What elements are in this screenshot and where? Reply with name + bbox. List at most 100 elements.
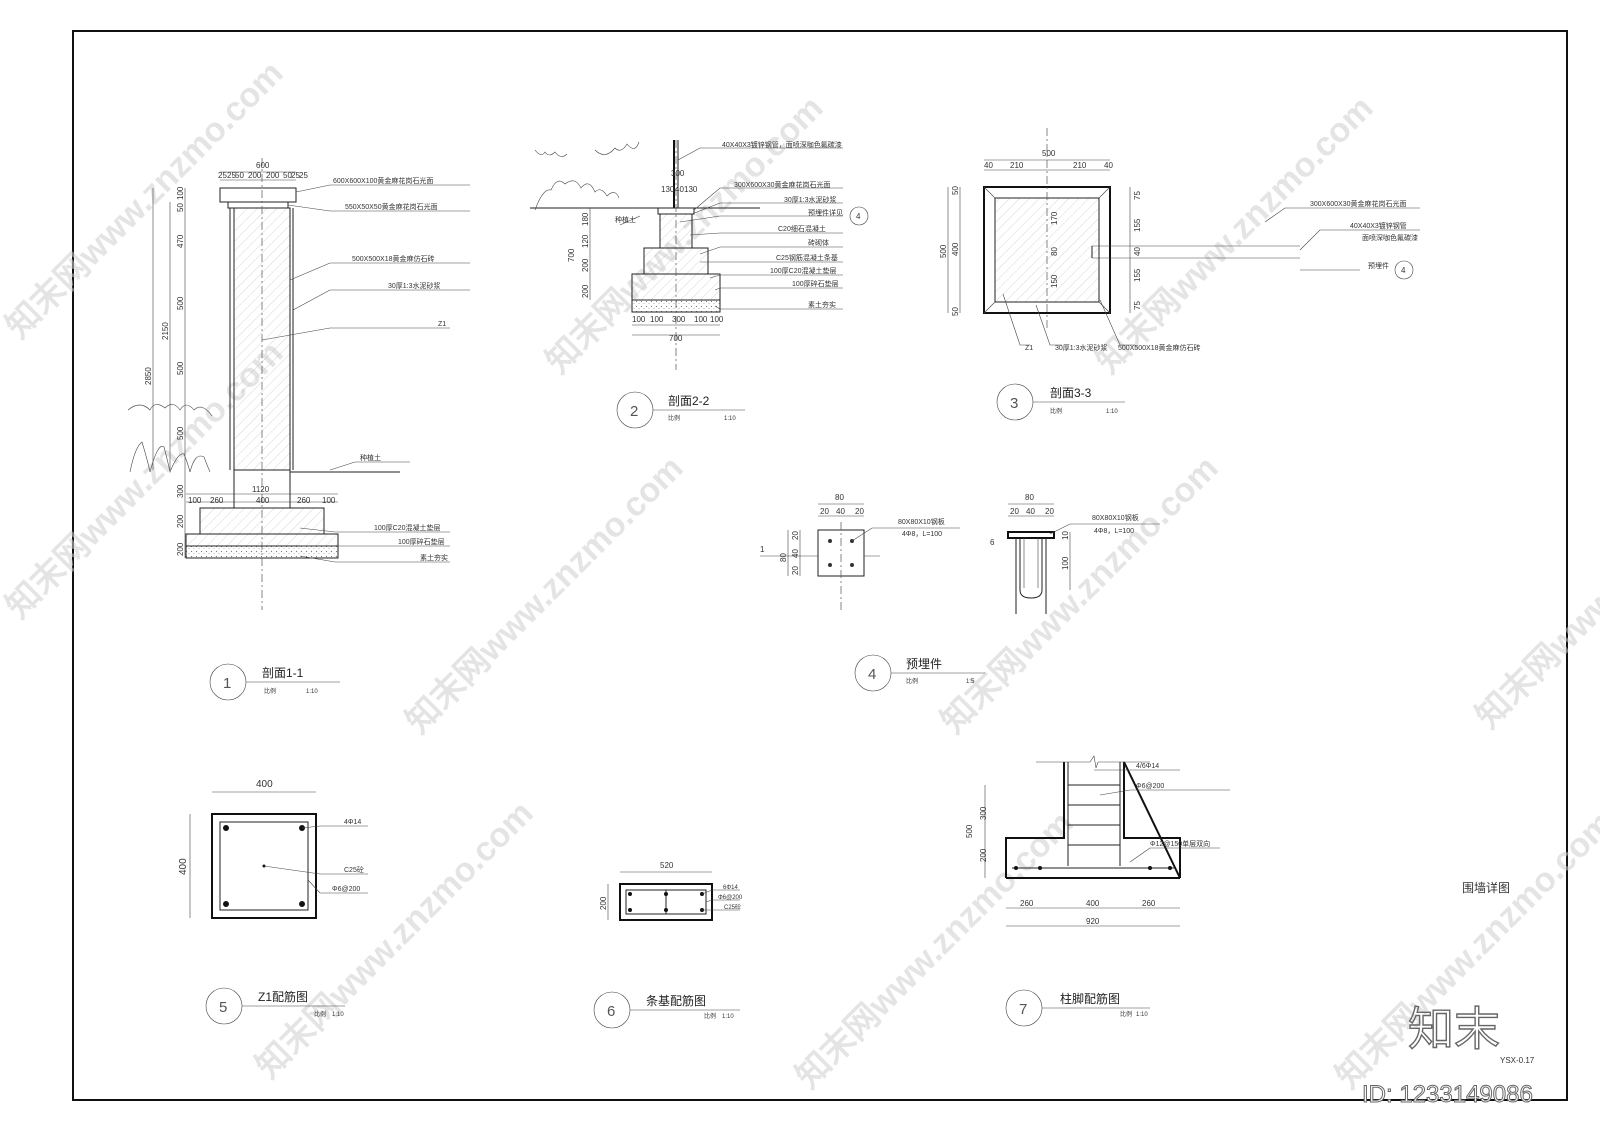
dim: 400: [256, 779, 273, 790]
note: C20细石混凝土: [778, 224, 826, 233]
scale-label: 比例: [314, 1010, 326, 1018]
note: 500X500X18黄金麻仿石砖: [1118, 343, 1200, 352]
dim: 50: [951, 186, 960, 195]
dim: 520: [660, 861, 674, 870]
dim: 80: [1025, 493, 1034, 502]
note: 4Φ8，L=100: [1094, 528, 1134, 535]
note: 40X40X3镀锌钢管，面喷深咖色氟碳漆: [722, 140, 842, 149]
detail-number: 1: [223, 675, 231, 692]
scale-label: 比例: [668, 414, 680, 422]
dim: 600: [256, 161, 270, 170]
dim: 40: [1026, 507, 1035, 516]
dim: 20: [1010, 507, 1019, 516]
scale-label: 比例: [704, 1012, 716, 1020]
sheet-frame: [72, 30, 1568, 1101]
dim: 300: [176, 484, 185, 498]
note: Φ6@200: [332, 886, 360, 893]
dim: 25: [227, 171, 236, 180]
scale-value: 1:10: [722, 1014, 734, 1020]
dim: 100: [710, 315, 724, 324]
scale-label: 比例: [264, 687, 276, 695]
dim: 40: [1104, 161, 1113, 170]
detail-title: 条基配筋图: [646, 993, 706, 1008]
dim: 400: [1086, 899, 1100, 908]
note: 300X600X30黄金麻花岗石光面: [734, 180, 830, 189]
reference-marker: 6: [990, 538, 995, 547]
scale-value: 1:10: [1136, 1012, 1148, 1018]
dim: 100: [632, 315, 646, 324]
note: Z1: [1025, 345, 1033, 352]
dim: 40: [836, 507, 845, 516]
reference-marker: 1: [760, 545, 765, 554]
note: 种植土: [615, 215, 636, 224]
note: 种植土: [360, 453, 381, 462]
note: 100厚碎石垫层: [792, 279, 839, 288]
dim: 260: [1020, 899, 1034, 908]
note: 4Φ14: [344, 819, 361, 826]
dim: 100: [650, 315, 664, 324]
note: C25砼: [724, 903, 741, 911]
note: 100厚C20混凝土垫层: [374, 523, 441, 532]
dim: 75: [1133, 301, 1142, 310]
dim: 1120: [252, 485, 270, 494]
dim: 25: [218, 171, 227, 180]
dim: 2150: [161, 322, 170, 340]
watermark-text: 知末网www.znzmo.com: [1469, 444, 1600, 736]
note: 100厚碎石垫层: [398, 537, 445, 546]
dim: 40: [984, 161, 993, 170]
watermark-text: 知末网www.znzmo.com: [399, 449, 691, 741]
dim: 100: [176, 186, 185, 200]
dim: 400: [178, 858, 189, 875]
note: Φ6@200: [718, 895, 743, 901]
note: 砖砌体: [808, 238, 829, 247]
detail-title: 柱脚配筋图: [1060, 991, 1120, 1006]
dim: 200: [248, 171, 262, 180]
scale-label: 比例: [906, 677, 918, 685]
dim: 80: [779, 553, 788, 562]
detail-title: 剖面3-3: [1050, 386, 1092, 400]
detail-number: 3: [1010, 395, 1018, 412]
note: 500X500X18黄金麻仿石砖: [352, 254, 434, 263]
note: C25钢筋混凝土条基: [776, 253, 838, 262]
detail-number: 5: [219, 999, 227, 1016]
dim: 20: [855, 507, 864, 516]
dim: 200: [176, 542, 185, 556]
dim: 130: [661, 185, 675, 194]
dim: 10: [1061, 531, 1070, 540]
note: 素土夯实: [420, 553, 448, 562]
dim: 180: [581, 212, 590, 226]
note: 30厚1:3水泥砂浆: [784, 195, 837, 204]
dim: 20: [791, 531, 800, 540]
scale-value: 1:10: [306, 689, 318, 695]
scale-label: 比例: [1050, 407, 1062, 415]
sheet-number: YSX-0.17: [1500, 1056, 1535, 1065]
detail-number: 4: [868, 666, 876, 683]
dim: 200: [176, 514, 185, 528]
dim: 260: [210, 496, 224, 505]
dim: 400: [951, 242, 960, 256]
note: Φ12@150单层双向: [1150, 839, 1210, 848]
logo: 知末: [1408, 1003, 1500, 1055]
dim: 500: [939, 244, 948, 258]
note: 面喷深咖色氟碳漆: [1362, 233, 1418, 242]
section-2-2: 300 130 40 130 180 120 700 200 200 100 1…: [530, 140, 869, 429]
dim: 700: [567, 248, 576, 262]
sheet-title: 围墙详图: [1462, 880, 1510, 895]
dim: 400: [256, 496, 270, 505]
dim: 40: [1133, 247, 1142, 256]
dim: 120: [581, 234, 590, 248]
scale-value: 1:10: [1106, 409, 1118, 415]
dim: 155: [1133, 268, 1142, 282]
note: 600X600X100黄金麻花岗石光面: [333, 176, 433, 185]
reference-marker: 4: [1401, 266, 1406, 275]
note: 80X80X10钢板: [898, 517, 945, 526]
watermark-text: 知末网www.znzmo.com: [789, 804, 1081, 1096]
dim: 500: [1042, 149, 1056, 158]
dim: 500: [176, 296, 185, 310]
note: 30厚1:3水泥砂浆: [1055, 343, 1108, 352]
dim: 80: [835, 493, 844, 502]
dim: 25: [299, 171, 308, 180]
dim: 100: [322, 496, 336, 505]
watermark-text: 知末网www.znzmo.com: [1089, 89, 1381, 381]
